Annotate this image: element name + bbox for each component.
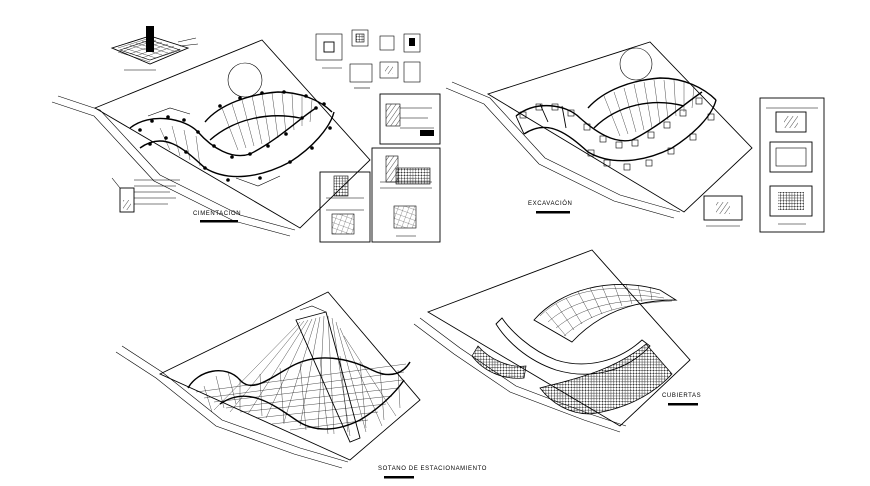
label-sotano: SOTANO DE ESTACIONAMIENTO (378, 466, 487, 472)
title-underline (200, 220, 238, 223)
footing-section-detail (111, 177, 180, 213)
circle-feature (619, 47, 653, 81)
street-line (121, 345, 349, 463)
small-trench-detail (703, 195, 743, 227)
panel-sotano: SOTANO DE ESTACIONAMIENTO (115, 291, 487, 479)
label-excavacion: EXCAVACIÓN (528, 200, 572, 207)
roof-plan (471, 283, 678, 415)
street-line (57, 95, 296, 231)
site-boundary (486, 41, 753, 213)
detail-frames (315, 29, 441, 243)
label-cimentacion: CIMENTACION (193, 211, 241, 217)
street-line (419, 317, 627, 427)
foundation-iso-detail (110, 26, 199, 71)
title-underline (536, 211, 570, 214)
circle-feature (227, 62, 263, 98)
panel-cubiertas: CUBIERTAS (413, 249, 701, 433)
column-details (315, 29, 421, 89)
section-frame-a (379, 93, 441, 145)
excavation-detail-frame (759, 97, 825, 233)
street-line (451, 81, 681, 213)
panel-excavacion: EXCAVACIÓN (445, 41, 825, 233)
section-frame-b (319, 171, 371, 243)
site-boundary (93, 39, 371, 229)
parking-structure (187, 305, 411, 443)
title-underline (384, 476, 414, 479)
label-cubiertas: CUBIERTAS (662, 393, 701, 399)
title-underline (668, 403, 698, 406)
site-boundary (158, 291, 421, 461)
foundation-wave-plan (129, 90, 335, 187)
panel-cimentacion: CIMENTACION (51, 26, 371, 237)
excavation-wave-plan (515, 77, 717, 171)
section-frame-c (371, 147, 441, 243)
